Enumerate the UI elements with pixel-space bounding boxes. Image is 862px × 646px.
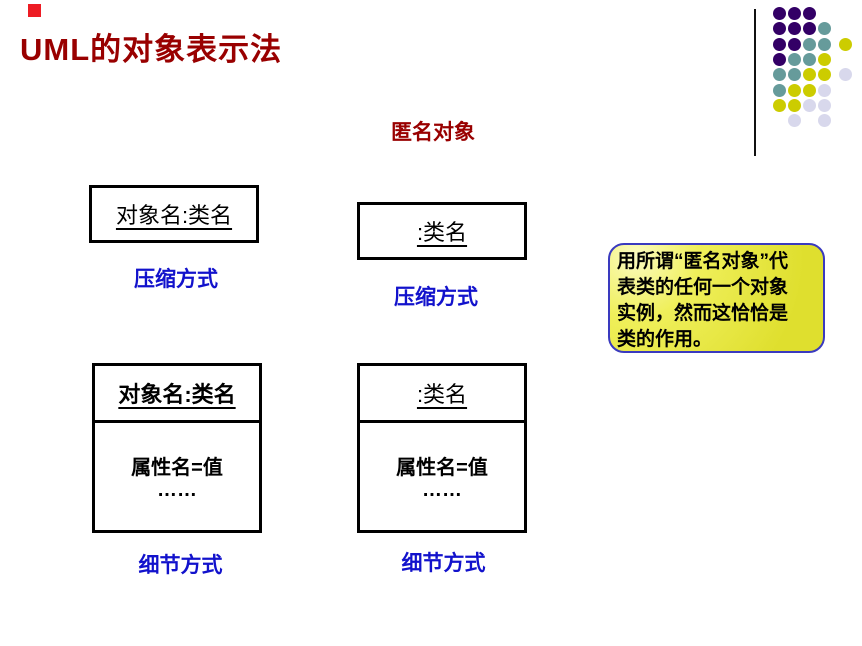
decoration-dot: [817, 98, 831, 112]
decoration-dot: [787, 68, 801, 82]
caption-detailed-mode-left: 细节方式: [138, 554, 223, 577]
object-name-text: :类名: [416, 220, 468, 245]
decoration-dot: [817, 68, 831, 82]
decoration-dot: [802, 68, 816, 82]
decoration-dot: [817, 83, 831, 97]
decoration-dot: [772, 83, 786, 97]
anonymous-object-label: 匿名对象: [391, 121, 475, 144]
caption-detailed-mode-center: 细节方式: [401, 552, 486, 575]
object-name-text: 对象名:类名: [118, 382, 236, 407]
decoration-dot: [787, 22, 801, 36]
decoration-dot: [838, 68, 852, 82]
decoration-dot: [787, 83, 801, 97]
decoration-dot: [772, 22, 786, 36]
decoration-dot: [802, 22, 816, 36]
attribute-value-text: 属性名=值: [396, 457, 488, 479]
ellipsis-text: ……: [422, 479, 462, 501]
annotation-note: 用所谓“匿名对象”代 表类的任何一个对象 实例，然而这恰恰是 类的作用。: [608, 243, 825, 353]
object-attributes-compartment: 属性名=值 ……: [95, 423, 259, 530]
object-header-compartment: :类名: [360, 366, 524, 423]
decoration-dot: [787, 98, 801, 112]
decoration-dot: [772, 37, 786, 51]
decoration-dot: [817, 114, 831, 128]
decoration-dot: [802, 37, 816, 51]
decoration-dot: [772, 68, 786, 82]
uml-box-detailed-named-object: 对象名:类名 属性名=值 ……: [92, 363, 262, 533]
object-attributes-compartment: 属性名=值 ……: [360, 423, 524, 530]
caption-compressed-mode-center: 压缩方式: [394, 286, 478, 309]
decoration-dot: [802, 83, 816, 97]
vertical-divider-line: [754, 9, 756, 156]
uml-box-detailed-anonymous-object: :类名 属性名=值 ……: [357, 363, 527, 533]
object-header-compartment: 对象名:类名: [95, 366, 259, 423]
decoration-dot: [787, 7, 801, 20]
slide-title: UML的对象表示法: [20, 32, 283, 67]
decoration-dot: [787, 114, 801, 128]
decoration-dot: [772, 52, 786, 66]
decoration-dot: [802, 52, 816, 66]
decoration-dot: [772, 98, 786, 112]
uml-box-compressed-anonymous-object: :类名: [357, 202, 527, 260]
caption-compressed-mode-left: 压缩方式: [134, 268, 218, 291]
decoration-dot: [787, 37, 801, 51]
slide-accent-square: [28, 4, 41, 17]
object-name-text: 对象名:类名: [115, 203, 233, 228]
uml-box-compressed-named-object: 对象名:类名: [89, 185, 259, 243]
ellipsis-text: ……: [157, 479, 197, 501]
decoration-dot: [838, 37, 852, 51]
decoration-dot: [817, 52, 831, 66]
decoration-dot: [802, 98, 816, 112]
attribute-value-text: 属性名=值: [131, 457, 223, 479]
decoration-dot: [772, 7, 786, 20]
decoration-dot: [817, 37, 831, 51]
object-name-text: :类名: [416, 382, 468, 407]
decoration-dot: [817, 22, 831, 36]
decoration-dot: [787, 52, 801, 66]
decoration-dot: [802, 7, 816, 20]
